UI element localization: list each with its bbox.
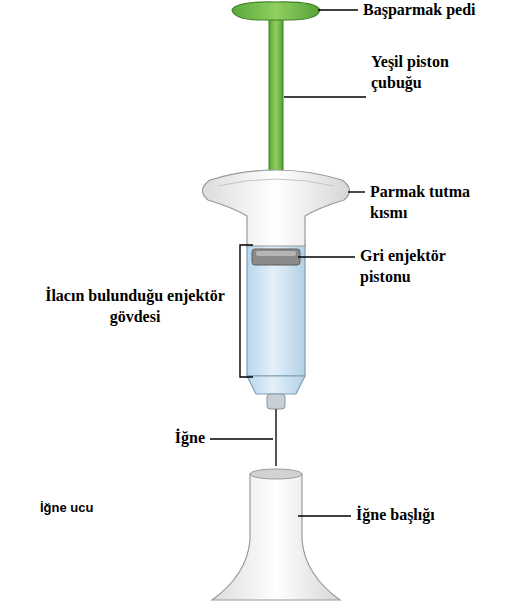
- plunger-rod: [269, 16, 283, 180]
- part-label: Parmak tutma kısmı: [370, 182, 500, 224]
- needle: [275, 409, 277, 466]
- leader-line: [348, 191, 365, 192]
- part-label: İlacın bulunduğu enjektör gövdesi: [40, 286, 230, 328]
- part-label: İğne ucu: [40, 500, 150, 517]
- leader-line: [284, 96, 366, 97]
- barrel-bracket: [240, 245, 253, 377]
- barrel-tip: [247, 376, 305, 394]
- leader-line: [210, 438, 273, 439]
- needle-hub: [267, 394, 285, 409]
- leader-line: [318, 9, 358, 10]
- leader-line: [298, 515, 351, 516]
- part-label: Gri enjektör pistonu: [360, 246, 480, 288]
- needle-cap: [212, 474, 340, 600]
- needle-cap-opening: [250, 469, 302, 479]
- finger-grip: [202, 170, 349, 246]
- syringe-barrel: [247, 244, 305, 376]
- part-label: Yeşil piston çubuğu: [371, 52, 483, 94]
- part-label: İğne: [150, 428, 205, 449]
- leader-lines: [210, 10, 366, 516]
- part-label: İğne başlığı: [356, 505, 496, 526]
- stopper-highlight: [256, 251, 296, 256]
- finger-grip-shade: [218, 179, 334, 186]
- leader-line: [298, 256, 355, 257]
- part-label: Başparmak pedi: [363, 0, 503, 21]
- thumb-pad: [232, 2, 320, 20]
- grey-stopper: [252, 249, 300, 265]
